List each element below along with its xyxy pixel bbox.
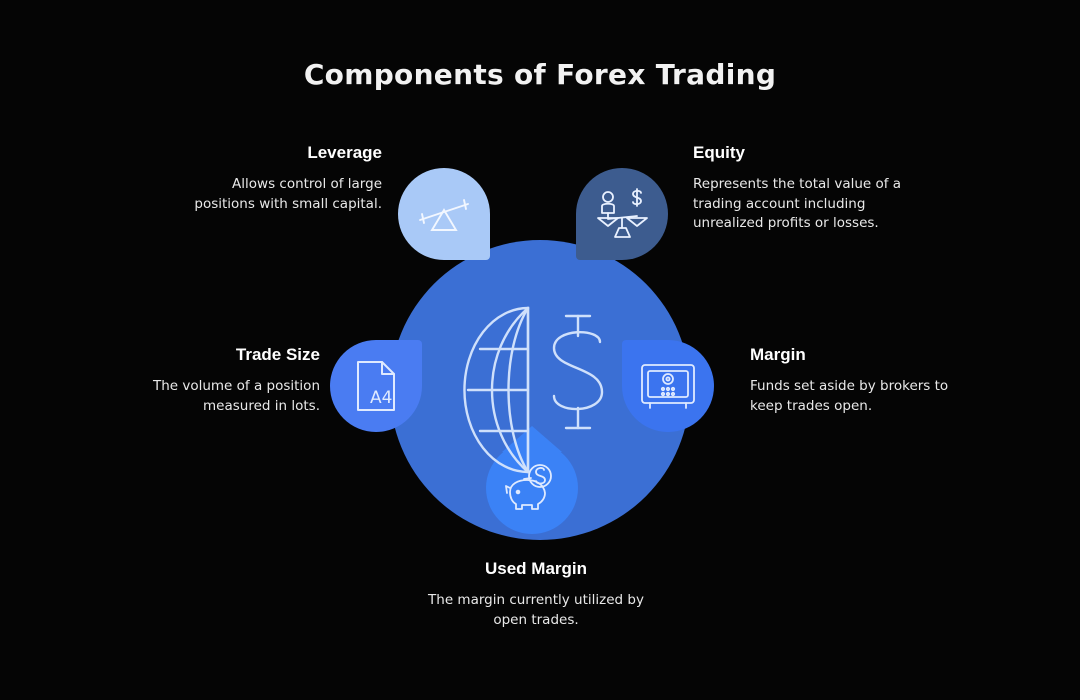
label-leverage: Leverage Allows control of large positio…	[168, 143, 382, 214]
label-trade-size: Trade Size The volume of a position meas…	[108, 345, 320, 416]
piggy-bank-icon	[486, 442, 578, 534]
component-node-trade-size[interactable]: A4	[330, 340, 422, 432]
balance-scale-icon	[576, 168, 668, 260]
label-title-leverage: Leverage	[307, 143, 382, 162]
label-used-margin: Used Margin The margin currently utilize…	[420, 559, 652, 630]
label-title-equity: Equity	[693, 143, 745, 162]
a4-document-icon: A4	[330, 340, 422, 432]
label-desc-trade-size: The volume of a position measured in lot…	[152, 378, 320, 414]
safe-vault-icon	[622, 340, 714, 432]
trade-size-bubble	[330, 340, 422, 432]
margin-bubble	[622, 340, 714, 432]
equity-bubble	[576, 168, 668, 260]
label-title-trade-size: Trade Size	[235, 345, 320, 364]
label-desc-margin: Funds set aside by brokers to keep trade…	[750, 378, 949, 414]
label-desc-used-margin: The margin currently utilized by open tr…	[428, 592, 644, 628]
seesaw-lever-icon	[398, 168, 490, 260]
label-margin: Margin Funds set aside by brokers to kee…	[750, 345, 962, 416]
component-node-equity[interactable]	[576, 168, 668, 260]
label-title-used-margin: Used Margin	[484, 559, 588, 578]
label-desc-leverage: Allows control of large positions with s…	[194, 176, 382, 212]
svg-text:A4: A4	[370, 388, 392, 408]
forex-components-diagram: A4	[330, 168, 740, 590]
component-node-used-margin[interactable]	[486, 442, 578, 534]
label-title-margin: Margin	[750, 345, 806, 364]
component-node-leverage[interactable]	[398, 168, 490, 260]
leverage-bubble	[398, 168, 490, 260]
label-equity: Equity Represents the total value of a t…	[693, 143, 907, 234]
component-node-margin[interactable]	[622, 340, 714, 432]
label-desc-equity: Represents the total value of a trading …	[693, 176, 902, 232]
page-title: Components of Forex Trading	[303, 58, 777, 91]
